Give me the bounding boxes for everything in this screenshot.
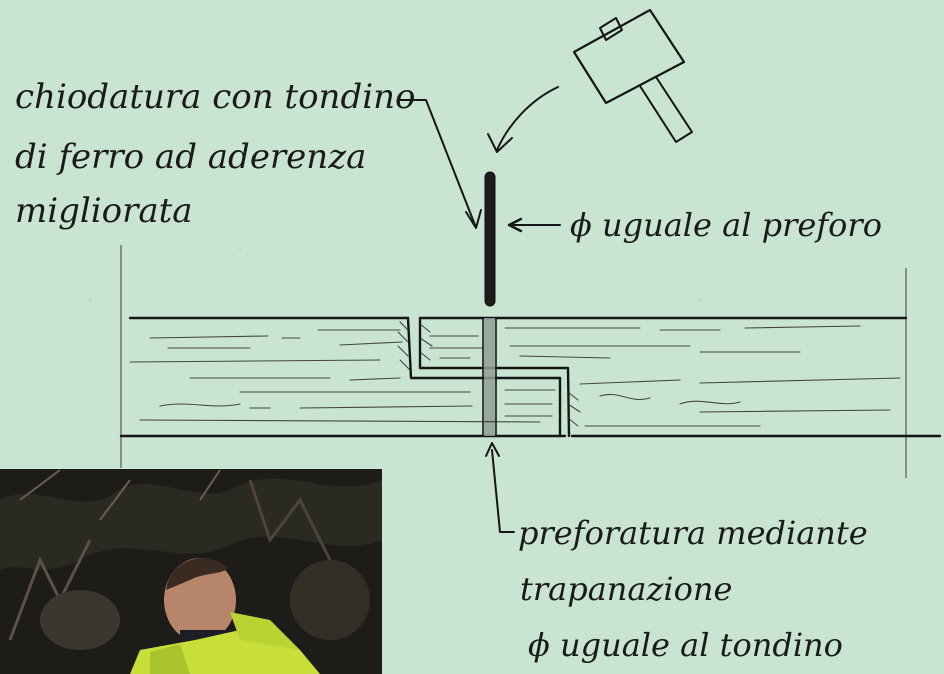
timber-beam [119,316,942,438]
rod-pointer-arrow [399,99,482,229]
worker-photo [0,469,382,674]
predrill-pointer-arrow [485,442,515,533]
paper-texture [89,249,821,521]
label-predrill-line2: trapanazione [520,570,732,608]
label-nail-line1: chiodatura con tondino [15,77,415,117]
hammer-icon [572,8,693,143]
strike-arrow [487,86,559,153]
label-nail-line2: di ferro ad aderenza [15,137,366,177]
label-nail-line3: migliorata [15,191,193,231]
label-predrill-line1: preforatura mediante [518,514,868,552]
predrill-hole [482,317,497,437]
label-predrill-line3: ϕ uguale al tondino [528,626,843,664]
wood-grain [129,321,901,427]
label-rod-diameter: ϕ uguale al preforo [570,206,882,244]
diameter-arrow [507,217,561,233]
iron-rod [484,171,496,307]
